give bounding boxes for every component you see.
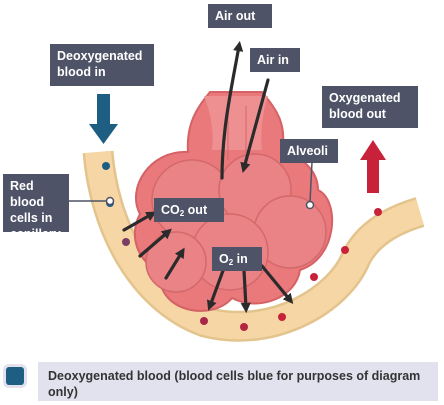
oxygenated-blood-out-label: Oxygenated blood out	[322, 86, 418, 128]
co2-subscript: 2	[179, 209, 185, 218]
co2-arrow	[164, 247, 185, 280]
red-blood-cells-label: Red blood cells in capillary	[3, 174, 69, 241]
air-in-label: Air in	[250, 48, 300, 72]
air-out-label: Air out	[208, 4, 272, 28]
pointer-lines	[66, 161, 315, 210]
oxygenated-blood-cell	[278, 313, 286, 321]
blood-out-arrow	[360, 140, 386, 193]
o2-arrow	[240, 268, 251, 314]
deoxygenated-blood-in-label: Deoxygenated blood in	[50, 44, 154, 86]
co2-out-label: CO2 out	[154, 198, 224, 222]
alveoli-label: Alveoli	[280, 139, 338, 163]
o2-arrow	[260, 264, 294, 304]
co2-arrows	[122, 211, 185, 280]
legend	[38, 362, 438, 401]
air-out-arrow	[220, 40, 244, 180]
oxygenated-blood-cell	[341, 246, 349, 254]
oxygenated-blood-cell	[310, 273, 318, 281]
o2-prefix: O	[219, 252, 229, 266]
co2-prefix: CO	[161, 203, 180, 217]
oxygenated-blood-cell	[240, 323, 248, 331]
blood-in-arrow	[89, 94, 118, 144]
co2-suffix: out	[184, 203, 208, 217]
o2-in-label: O2 in	[212, 247, 262, 271]
legend-text: Deoxygenated blood (blood cells blue for…	[48, 369, 421, 399]
air-flow-arrows	[220, 40, 270, 180]
o2-arrow	[206, 266, 226, 311]
oxygenated-blood-cell	[200, 317, 208, 325]
co2-arrow	[138, 228, 172, 258]
o2-subscript: 2	[228, 258, 234, 267]
deoxygenated-legend-swatch	[6, 367, 24, 385]
mixed-blood-cell	[122, 238, 130, 246]
deoxygenated-blood-cell	[102, 162, 110, 170]
o2-arrows	[206, 264, 294, 314]
air-in-arrow	[240, 78, 270, 173]
o2-suffix: in	[233, 252, 248, 266]
co2-arrow	[122, 211, 157, 232]
oxygenated-blood-cell	[374, 208, 382, 216]
